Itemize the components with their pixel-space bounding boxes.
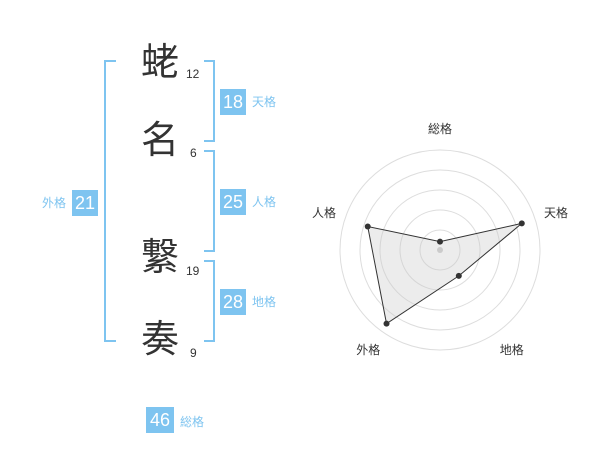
- radar-axis-label-5: 人格: [311, 206, 336, 221]
- stroke-count-2: 6: [190, 146, 197, 160]
- radar-axis-label-1: 総格: [428, 122, 453, 136]
- tenkaku-bracket: [204, 60, 215, 142]
- chikaku-score: 28: [220, 289, 246, 315]
- name-char-3: 繋: [141, 235, 180, 279]
- radar-ring: [399, 209, 481, 291]
- name-char-1: 蛯: [141, 40, 180, 84]
- radar-ring: [379, 189, 501, 311]
- radar-axis-label-2: 天格: [544, 206, 569, 221]
- tenkaku-label: 天格: [252, 95, 277, 109]
- radar-axis-label-4: 外格: [356, 342, 381, 357]
- soukaku-score: 46: [146, 407, 174, 433]
- jinkaku-label: 人格: [252, 195, 277, 209]
- gaikaku-label: 外格: [42, 196, 67, 210]
- radar-point-4: [383, 320, 390, 327]
- radar-series-area: [367, 222, 523, 325]
- radar-ring: [339, 149, 541, 351]
- chikaku-bracket: [204, 260, 215, 342]
- radar-axis-label-3: 地格: [499, 342, 524, 357]
- stroke-count-1: 12: [186, 67, 200, 81]
- radar-ring: [359, 169, 521, 331]
- chikaku-label: 地格: [252, 295, 277, 309]
- gaikaku-score: 21: [72, 190, 98, 216]
- jinkaku-bracket: [204, 150, 215, 252]
- stroke-count-3: 19: [186, 264, 200, 278]
- radar-point-2: [518, 220, 525, 227]
- stroke-count-4: 9: [190, 346, 197, 360]
- radar-center: [437, 247, 443, 253]
- gaikaku-bracket: [104, 60, 116, 342]
- name-char-2: 名: [141, 118, 180, 162]
- jinkaku-score: 25: [220, 189, 246, 215]
- soukaku-label: 総格: [180, 415, 205, 429]
- radar-ring: [419, 229, 461, 271]
- radar-point-1: [437, 238, 443, 245]
- tenkaku-score: 18: [220, 89, 246, 115]
- radar-point-3: [455, 272, 462, 279]
- radar-point-5: [364, 223, 371, 230]
- name-char-4: 奏: [141, 317, 180, 361]
